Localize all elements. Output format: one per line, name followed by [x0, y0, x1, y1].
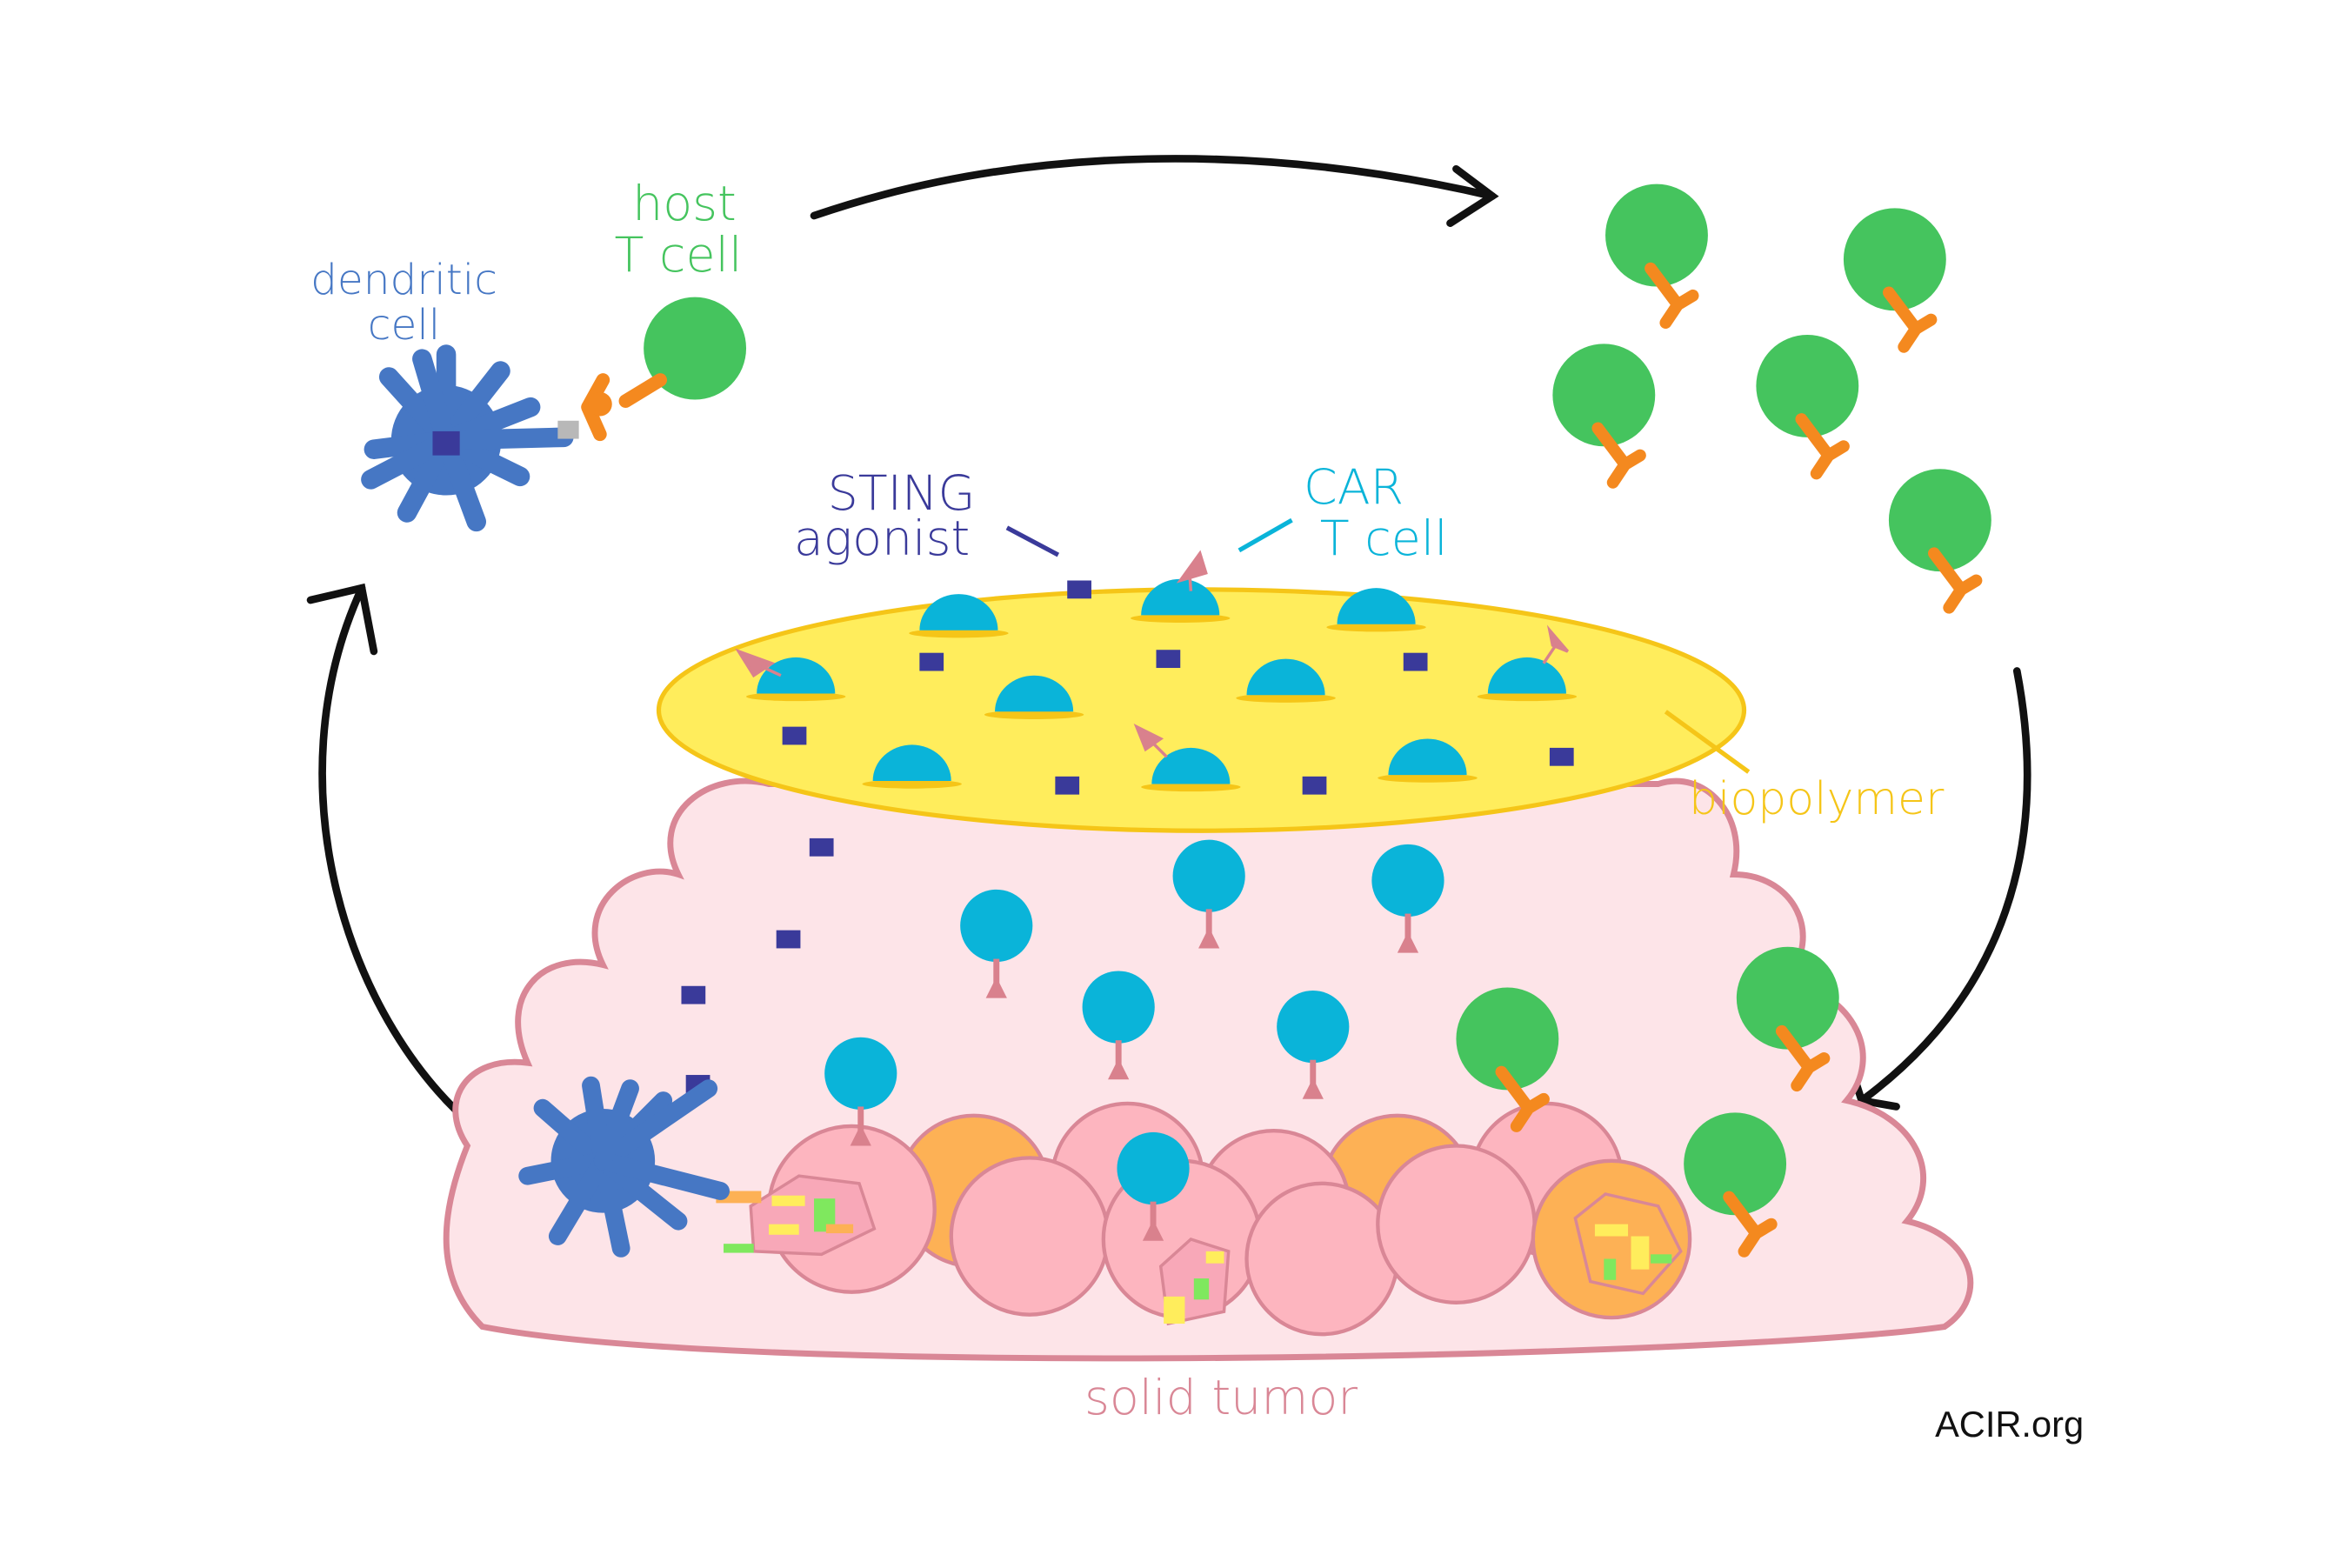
car-t-cells-in-biopolymer	[735, 550, 1578, 792]
cycle-arrow-icon	[306, 155, 2031, 1138]
host-t-cell-label-1: host	[632, 177, 737, 232]
car-t-cell-label-2: T cell	[1320, 511, 1448, 567]
credit-label: ACIR.org	[1935, 1404, 2084, 1445]
right-arrow	[1858, 667, 2031, 1104]
dendritic-cell-label-2: cell	[368, 301, 440, 350]
sting-agonist-label-2: agonist	[794, 511, 970, 567]
host-t-cell-icon-expanded	[1552, 184, 1991, 608]
left-arrow	[318, 584, 487, 1138]
dendritic-cell-icon-tumor	[518, 1076, 730, 1258]
host-t-cell-label-2: T cell	[615, 228, 743, 284]
solid-tumor-label: solid tumor	[1084, 1371, 1358, 1426]
dendritic-cell-label-1: dendritic	[310, 256, 497, 304]
biopolymer-label: biopolymer	[1689, 773, 1945, 825]
biopolymer-disc	[656, 587, 1747, 833]
car-pointer	[1238, 517, 1293, 553]
biopolymer-pointer	[1664, 710, 1751, 774]
host-t-cell-icon	[581, 297, 747, 442]
sting-agonist-label-1: STING	[828, 466, 976, 522]
dendritic-cell-icon	[361, 344, 579, 532]
top-arrow	[810, 155, 1497, 220]
car-t-cell-label-1: CAR	[1304, 460, 1404, 516]
sting-pointer	[1005, 525, 1060, 557]
